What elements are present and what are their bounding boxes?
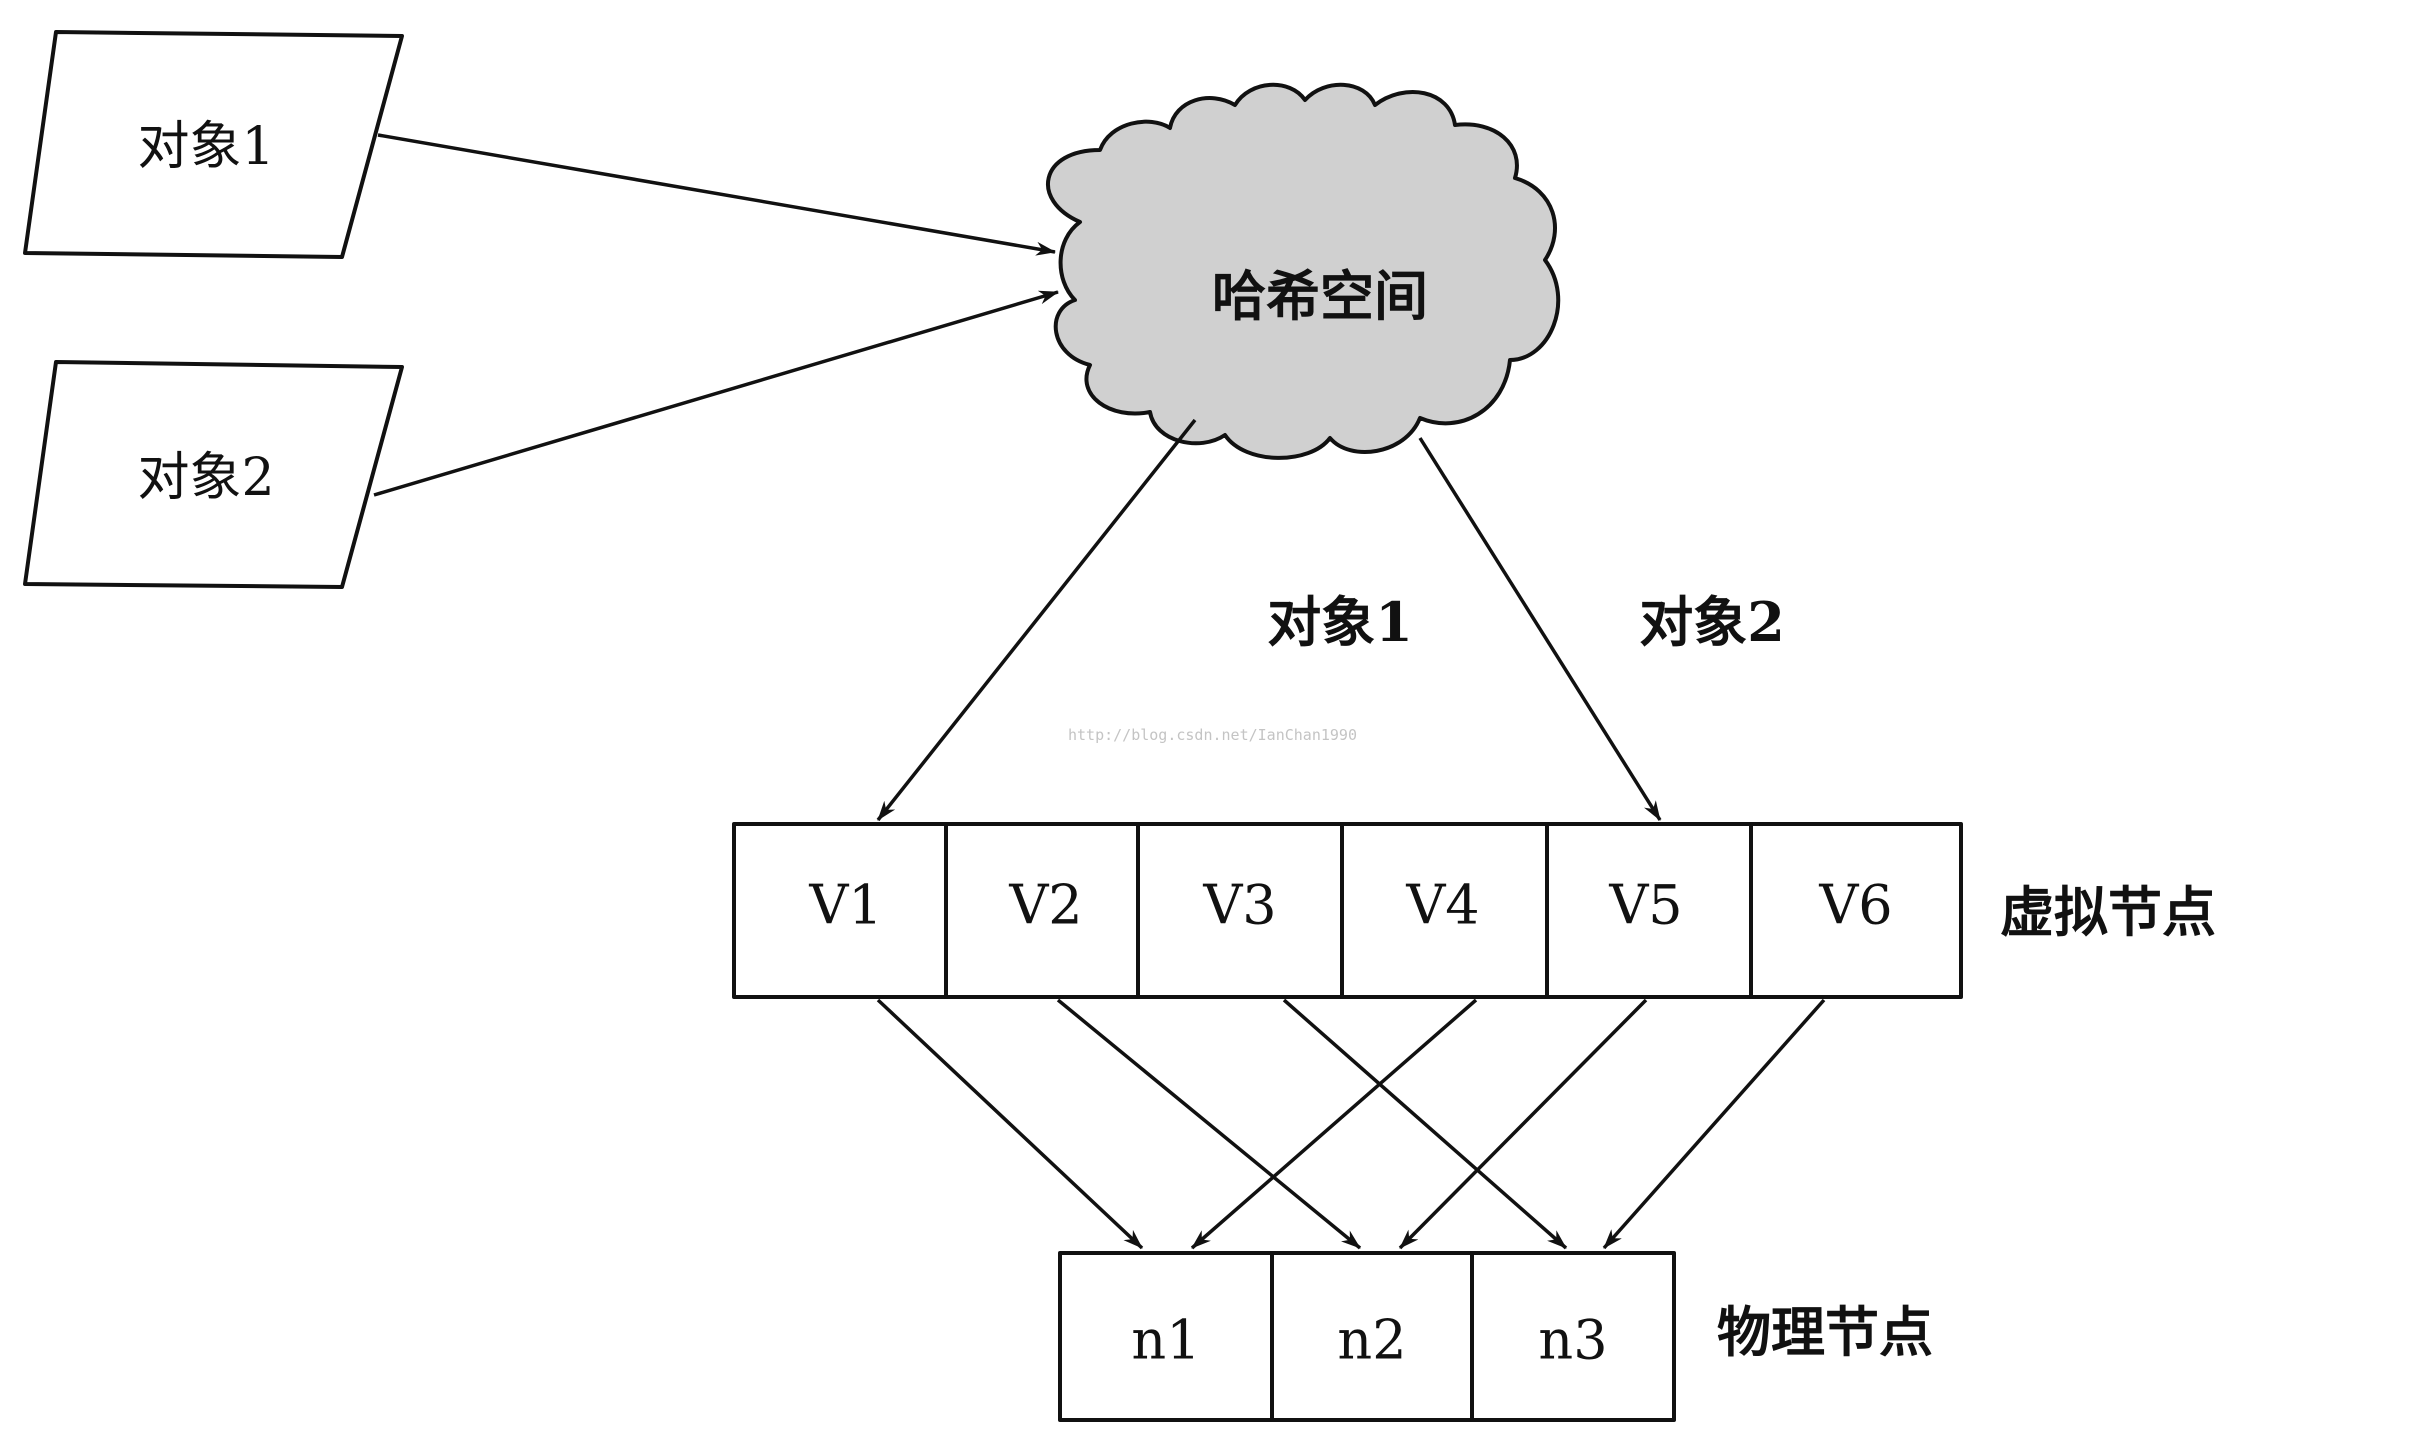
virtual-node-label-v2: V2 xyxy=(1008,874,1082,937)
physical-node-label-n1: n1 xyxy=(1131,1309,1200,1372)
edge-v4-to-n1 xyxy=(1190,998,1478,1250)
edge-hash-to-v1 xyxy=(876,418,1197,822)
physical-node-row: n1 n2 n3 xyxy=(1058,1251,1676,1422)
object-label-2: 对象2 xyxy=(137,448,274,508)
edge-v5-to-n2 xyxy=(1398,998,1648,1250)
virtual-nodes-title: 虚拟节点 xyxy=(2000,880,2216,944)
physical-node-cell-n2 xyxy=(1270,1251,1474,1422)
physical-node-label-n2: n2 xyxy=(1337,1309,1406,1372)
virtual-node-label-v4: V4 xyxy=(1405,874,1479,937)
object-label-1: 对象1 xyxy=(137,117,274,177)
watermark-text: http://blog.csdn.net/IanChan1990 xyxy=(1068,726,1357,744)
edge-v3-to-n3 xyxy=(1282,998,1568,1250)
object-node-2: 对象2 xyxy=(23,360,404,589)
virtual-node-label-v5: V5 xyxy=(1608,874,1682,937)
virtual-node-label-v1: V1 xyxy=(808,874,882,937)
virtual-node-row: V1 V2 V3 V4 V5 V6 xyxy=(732,822,1963,999)
edge-label-object1: 对象1 xyxy=(1267,590,1413,654)
edge-obj2-to-hash xyxy=(373,290,1059,497)
virtual-node-cell-v6 xyxy=(1749,822,1963,999)
virtual-node-label-v6: V6 xyxy=(1818,874,1892,937)
virtual-node-cell-v1 xyxy=(732,822,948,999)
edge-label-object2: 对象2 xyxy=(1639,590,1785,654)
edge-hash-to-v5 xyxy=(1418,437,1662,821)
physical-nodes-title: 物理节点 xyxy=(1717,1300,1933,1364)
edge-v1-to-n1 xyxy=(876,998,1144,1250)
edge-v6-to-n3 xyxy=(1602,998,1826,1250)
virtual-node-label-v3: V3 xyxy=(1202,874,1276,937)
physical-node-label-n3: n3 xyxy=(1538,1309,1607,1372)
edge-v2-to-n2 xyxy=(1056,998,1362,1250)
hash-space-cloud: 哈希空间 xyxy=(1046,82,1561,460)
virtual-node-cell-v2 xyxy=(944,822,1140,999)
virtual-node-cell-v5 xyxy=(1545,822,1753,999)
hash-space-label: 哈希空间 xyxy=(1212,264,1428,328)
edge-obj1-to-hash xyxy=(377,133,1056,256)
object-node-1: 对象1 xyxy=(23,30,404,259)
physical-node-cell-n3 xyxy=(1470,1251,1676,1422)
